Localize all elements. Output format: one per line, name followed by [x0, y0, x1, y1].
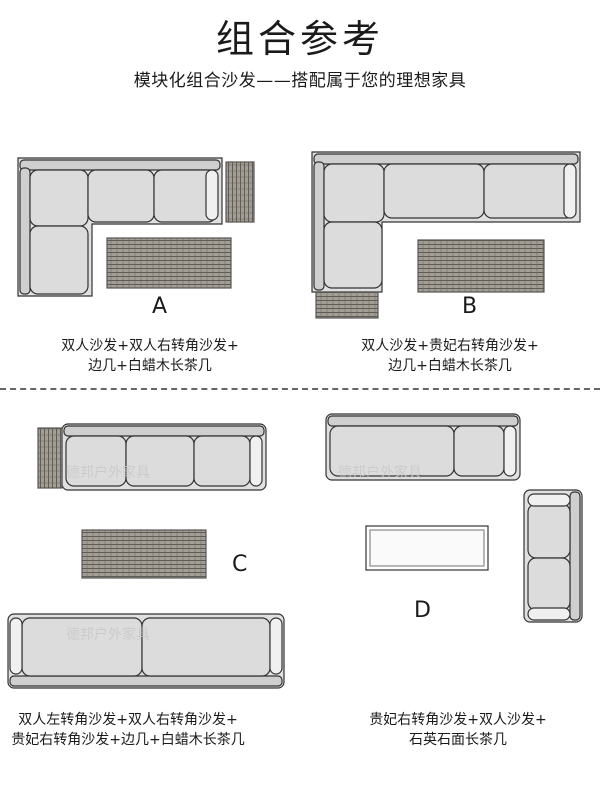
pillow — [503, 425, 517, 477]
option-caption-b: 双人沙发+贵妃右转角沙发+ 边几+白蜡木长茶几 — [310, 336, 590, 376]
coffee-table — [106, 237, 232, 289]
pillow — [527, 493, 571, 507]
side-table — [37, 427, 63, 489]
page-title: 组合参考 — [215, 17, 384, 61]
caption-line: 双人沙发+贵妃右转角沙发+ — [361, 338, 539, 354]
caption-line: 贵妃右转角沙发+边几+白蜡木长茶几 — [11, 732, 245, 748]
watermark: 德邦户外家具 — [66, 627, 150, 643]
caption-line: 双人左转角沙发+双人右转角沙发+ — [18, 712, 238, 728]
sofa-back — [19, 167, 31, 295]
seat-cushion — [29, 169, 89, 227]
caption-line: 贵妃右转角沙发+双人沙发+ — [369, 712, 547, 728]
seat-cushion — [87, 169, 155, 223]
option-caption-d: 贵妃右转角沙发+双人沙发+ 石英石面长茶几 — [320, 710, 596, 750]
coffee-table — [81, 529, 207, 579]
sofa-back — [313, 153, 579, 165]
coffee-table — [417, 239, 545, 293]
sofa-back — [19, 159, 221, 171]
seat-cushion — [483, 163, 575, 219]
seat-cushion — [29, 225, 89, 295]
option-letter-d: D — [414, 598, 431, 623]
caption-line: 石英石面长茶几 — [409, 732, 507, 748]
caption-line: 边几+白蜡木长茶几 — [388, 358, 512, 374]
quartz-top — [369, 529, 485, 567]
pillow — [269, 617, 283, 675]
option-caption-c: 双人左转角沙发+双人右转角沙发+ 贵妃右转角沙发+边几+白蜡木长茶几 — [0, 710, 256, 750]
section-divider — [0, 388, 600, 390]
option-letter-a: A — [152, 294, 168, 319]
watermark: 德邦户外家具 — [338, 465, 422, 481]
option-caption-a: 双人沙发+双人右转角沙发+ 边几+白蜡木长茶几 — [10, 336, 290, 376]
seat-cushion — [141, 617, 271, 677]
side-table — [315, 291, 379, 319]
option-letter-c: C — [232, 552, 248, 577]
sofa-back — [327, 415, 519, 427]
layout-b — [311, 151, 581, 319]
side-table — [225, 161, 255, 223]
pillow — [563, 163, 577, 219]
option-letter-b: B — [462, 294, 478, 319]
caption-line: 双人沙发+双人右转角沙发+ — [61, 338, 239, 354]
sofa-back — [313, 161, 325, 291]
seat-cushion — [527, 557, 571, 611]
seat-cushion — [193, 435, 251, 487]
pillow — [249, 435, 263, 487]
layout-d — [325, 413, 583, 623]
seat-cushion — [453, 425, 505, 477]
pillow — [9, 617, 23, 675]
pillow — [205, 169, 219, 221]
seat-cushion — [527, 503, 571, 559]
pillow — [527, 607, 571, 621]
seat-cushion — [323, 221, 383, 289]
watermark: 德邦户外家具 — [66, 465, 150, 481]
seat-cushion — [323, 163, 385, 223]
layout-a — [17, 157, 255, 297]
caption-line: 边几+白蜡木长茶几 — [88, 358, 212, 374]
sofa-back — [569, 491, 581, 621]
layout-c — [7, 423, 285, 689]
sofa-back — [9, 675, 283, 687]
page-subtitle: 模块化组合沙发——搭配属于您的理想家具 — [133, 71, 467, 91]
sofa-back — [63, 425, 265, 437]
seat-cushion — [383, 163, 485, 219]
